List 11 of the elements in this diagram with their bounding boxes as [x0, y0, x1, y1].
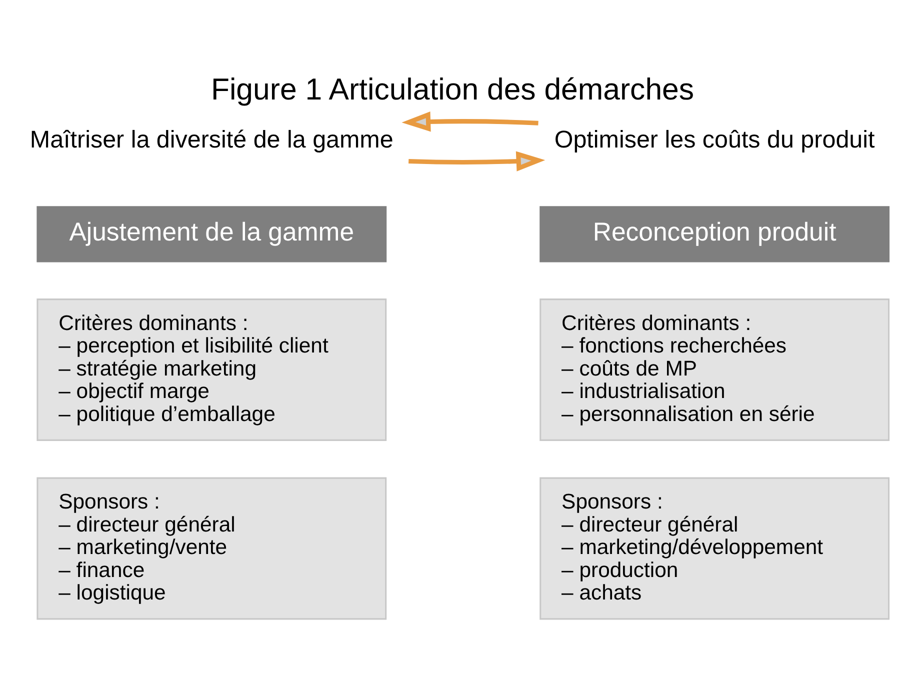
node-box: Sponsors : – directeur général – marketing/développement – production – achats: [540, 476, 890, 620]
node-text: Optimiser les coûts du produit: [554, 126, 875, 154]
arrow: [408, 150, 546, 171]
node-text: Maîtriser la diversité de la gamme: [30, 126, 394, 154]
node-box: Critères dominants : – perception et lisibilité client – stratégie marketing – objectif marge – politique d’emballage: [36, 298, 387, 440]
node-box: Reconception produit: [540, 206, 890, 262]
arrow: [402, 111, 538, 132]
diagram-title: Figure 1 Articulation des démarches: [210, 72, 694, 106]
node-box: Sponsors : – directeur général – marketing/vente – finance – logistique: [36, 476, 387, 620]
node-box: Critères dominants : – fonctions recherchées – coûts de MP – industrialisation – personnalisation en série: [540, 298, 890, 440]
node-box: Ajustement de la gamme: [36, 206, 387, 262]
